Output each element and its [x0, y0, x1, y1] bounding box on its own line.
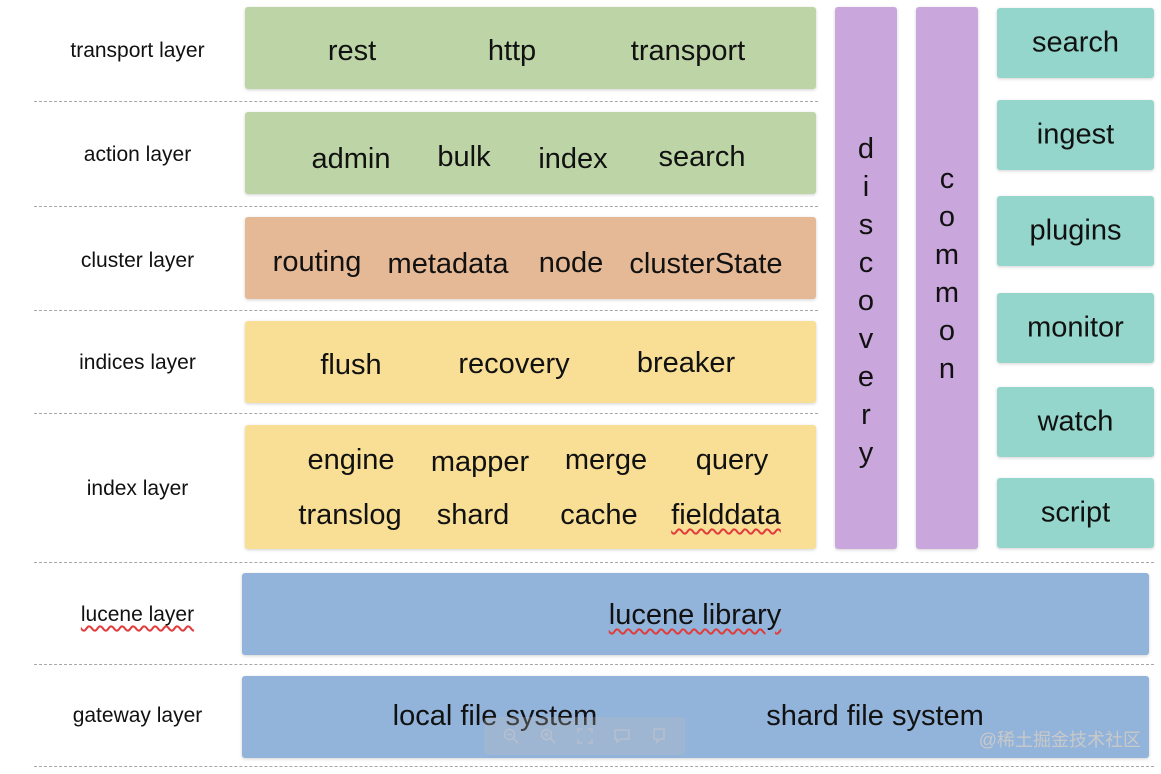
discovery-vertical-text: d i s c o v e r y — [857, 133, 875, 469]
module-box-ingest: ingest — [997, 100, 1154, 170]
module-transport: transport — [630, 35, 746, 67]
module-translog: translog — [298, 499, 402, 531]
module-routing: routing — [272, 246, 362, 278]
zoom-in-icon[interactable] — [539, 727, 557, 745]
module-merge: merge — [564, 444, 648, 476]
action-layer-label: action layer — [83, 143, 192, 166]
comment-icon[interactable] — [613, 727, 631, 745]
module-ingest-label: ingest — [1036, 118, 1115, 151]
feedback-icon[interactable] — [650, 727, 668, 745]
lucene-layer-box: lucene library — [242, 573, 1149, 655]
module-bulk: bulk — [437, 141, 491, 173]
module-mapper: mapper — [430, 446, 530, 478]
module-query: query — [695, 444, 769, 476]
module-box-search: search — [997, 8, 1154, 78]
layer-divider — [34, 766, 1154, 767]
gateway-layer-label: gateway layer — [72, 704, 203, 727]
module-cache: cache — [560, 499, 638, 531]
common-column: c o m m o n — [916, 7, 978, 549]
module-lucene-library: lucene library — [608, 599, 782, 631]
module-flush: flush — [320, 349, 382, 381]
cluster-layer-box: routing metadata node clusterState — [245, 217, 816, 299]
indices-layer-box: flush recovery breaker — [245, 321, 816, 403]
layer-divider — [34, 101, 818, 102]
module-node: node — [538, 247, 604, 279]
layer-divider — [34, 413, 818, 414]
module-recovery: recovery — [458, 348, 570, 380]
layer-divider — [34, 206, 818, 207]
indices-layer-label: indices layer — [79, 351, 196, 374]
zoom-out-icon[interactable] — [502, 727, 520, 745]
layer-divider — [34, 562, 1154, 563]
module-local-file-system: local file system — [392, 700, 598, 732]
module-monitor-label: monitor — [1027, 311, 1124, 344]
module-metadata: metadata — [387, 248, 509, 280]
module-plugins-label: plugins — [1029, 214, 1122, 247]
module-admin: admin — [311, 143, 391, 175]
layer-divider — [34, 310, 818, 311]
module-box-plugins: plugins — [997, 196, 1154, 266]
module-box-monitor: monitor — [997, 293, 1154, 363]
action-layer-box: admin bulk index search — [245, 112, 816, 194]
image-viewer-toolbar — [484, 717, 685, 755]
module-rest: rest — [327, 35, 377, 67]
module-search-label: search — [1031, 26, 1120, 59]
module-http: http — [487, 35, 537, 67]
gateway-layer-box: local file system shard file system — [242, 676, 1149, 758]
module-shard: shard — [436, 499, 510, 531]
watermark: @稀土掘金技术社区 — [978, 730, 1141, 750]
lucene-layer-label: lucene layer — [80, 603, 195, 626]
index-layer-box: engine mapper merge query translog shard… — [245, 425, 816, 549]
module-clusterstate: clusterState — [629, 248, 783, 280]
common-vertical-text: c o m m o n — [934, 163, 960, 385]
module-engine: engine — [307, 444, 395, 476]
transport-layer-box: rest http transport — [245, 7, 816, 89]
module-index: index — [538, 143, 608, 175]
module-box-script: script — [997, 478, 1154, 548]
fullscreen-icon[interactable] — [576, 727, 594, 745]
index-layer-label: index layer — [86, 477, 189, 500]
module-search: search — [658, 141, 746, 173]
module-shard-file-system: shard file system — [766, 700, 984, 732]
module-breaker: breaker — [636, 347, 736, 379]
module-script-label: script — [1040, 496, 1111, 529]
module-watch-label: watch — [1037, 405, 1114, 438]
module-box-watch: watch — [997, 387, 1154, 457]
layer-divider — [34, 664, 1154, 665]
transport-layer-label: transport layer — [70, 39, 205, 62]
discovery-column: d i s c o v e r y — [835, 7, 897, 549]
module-fielddata: fielddata — [671, 499, 781, 531]
cluster-layer-label: cluster layer — [80, 249, 195, 272]
